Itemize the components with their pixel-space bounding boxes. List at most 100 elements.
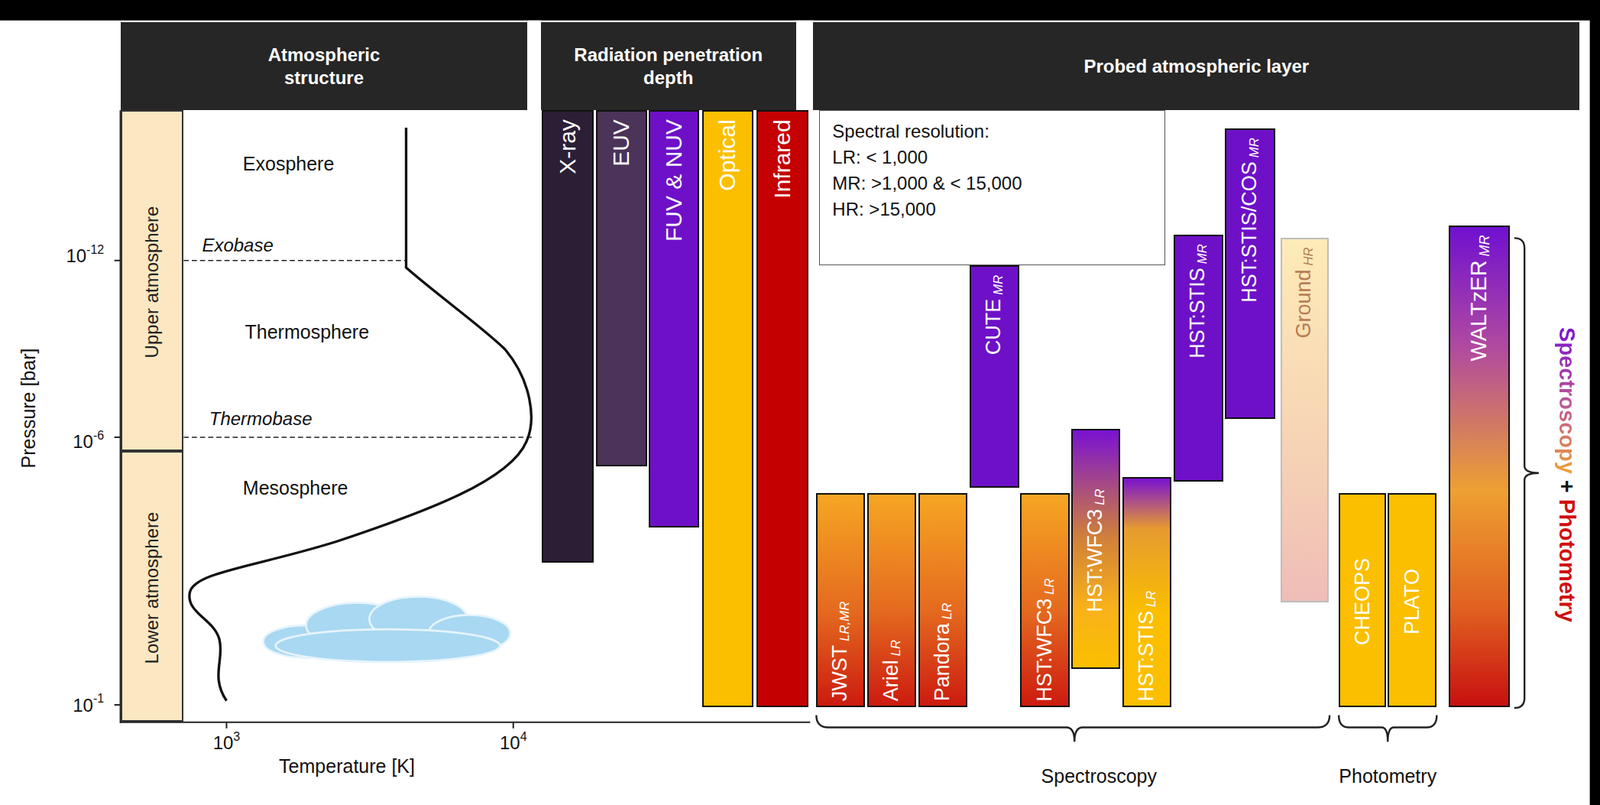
tick-base: 10 <box>72 694 94 716</box>
cloud <box>263 595 511 662</box>
combined-bracket <box>1514 237 1539 708</box>
gap <box>796 20 814 113</box>
resolution-tag: LR <box>939 602 955 619</box>
spectroscopy-bracket <box>816 714 1330 742</box>
layer-name: Mesosphere <box>242 476 349 499</box>
bar-label: HST:STISLR <box>1134 590 1160 702</box>
bar-name: HST:STIS/COS <box>1237 161 1261 304</box>
legend-line: MR: >1,000 & < 15,000 <box>832 170 1153 197</box>
resolution-tag: MR <box>991 274 1007 295</box>
bar-label: Optical <box>714 119 741 191</box>
group-label: Spectroscopy <box>1041 764 1157 787</box>
tick-base: 10 <box>72 431 94 453</box>
tick-label: 10-6 <box>72 428 104 453</box>
tick-base: 10 <box>65 245 87 266</box>
tick-label: 10-12 <box>65 242 104 267</box>
tick <box>512 722 515 729</box>
bar-label: Pandora LR <box>930 602 956 702</box>
bar-name: JWST <box>828 644 852 702</box>
bar-name: EUV <box>608 119 634 167</box>
bar-name: CHEOPS <box>1350 557 1374 645</box>
tick <box>225 722 227 729</box>
tick <box>114 703 121 706</box>
boundary-name: Exobase <box>201 234 273 256</box>
legend-title: Spectral resolution: <box>832 118 1153 145</box>
bar-name: HST:STIS <box>1134 610 1158 702</box>
bar-label: Lower atmosphere <box>141 511 163 664</box>
instrument-bar: GroundHR <box>1280 237 1329 603</box>
tick-exponent: 3 <box>233 729 240 743</box>
bar-name: HST:WFC3 <box>1032 598 1056 702</box>
bar-label: ArielLR <box>879 639 904 701</box>
tick-exponent: -6 <box>93 428 104 442</box>
legend-line: HR: >15,000 <box>832 196 1153 223</box>
bar-label: HST:STISMR <box>1185 243 1211 359</box>
bar-label: EUV <box>608 119 635 167</box>
combined-label-part: Photometry <box>1554 498 1579 622</box>
bar-name: HST:WFC3 <box>1083 508 1107 613</box>
bar-label: X-ray <box>554 119 581 175</box>
tick-exponent: -12 <box>86 242 104 256</box>
header-bar: Atmospheric structure <box>120 22 528 111</box>
group-label: Photometry <box>1338 764 1437 787</box>
tick <box>114 259 121 262</box>
top-strip <box>0 0 1600 21</box>
header-text: Radiation penetration depth <box>573 43 765 90</box>
radiation-bar: EUV <box>595 110 648 467</box>
instrument-bar: HST:WFC3 LR <box>1020 492 1069 707</box>
resolution-tag: LR <box>1092 488 1108 505</box>
instrument-bar: CHEOPS <box>1338 492 1386 707</box>
header-bar: Probed atmospheric layer <box>812 22 1580 111</box>
right-strip <box>1590 0 1600 805</box>
bar-label: PLATO <box>1400 568 1425 635</box>
instrument-bar: WALTzERMR <box>1448 225 1510 707</box>
radiation-bar: FUV & NUV <box>648 110 699 528</box>
bar-name: HST:STIS <box>1185 267 1209 359</box>
thermobase-line <box>183 436 533 438</box>
tick-label: 103 <box>213 729 241 754</box>
gap <box>527 20 541 113</box>
resolution-tag: LR <box>1042 577 1057 594</box>
bar-name: Lower atmosphere <box>141 511 162 664</box>
temperature-axis <box>120 721 811 723</box>
bar-label: Infrared <box>769 119 796 198</box>
tick <box>114 436 121 438</box>
boundary-name: Thermobase <box>209 408 313 430</box>
bar-name: Upper atmosphere <box>141 206 162 359</box>
radiation-bar: X-ray <box>541 110 594 563</box>
bar-name: CUTE <box>981 297 1005 355</box>
instrument-bar: HST:WFC3 LR <box>1071 428 1121 669</box>
bar-label: JWSTLR,MR <box>828 601 853 702</box>
tick-base: 10 <box>213 731 234 753</box>
radiation-bar: Optical <box>702 110 754 707</box>
bar-name: Infrared <box>769 119 795 198</box>
bar-name: X-ray <box>554 119 580 175</box>
instrument-bar: Pandora LR <box>918 492 968 707</box>
header-bar: Radiation penetration depth <box>540 22 797 111</box>
resolution-tag: LR <box>888 639 904 656</box>
bar-name: Optical <box>714 119 740 191</box>
resolution-legend: Spectral resolution:LR: < 1,000MR: >1,00… <box>819 110 1166 266</box>
layer-name: Exosphere <box>242 152 335 175</box>
header-text: Probed atmospheric layer <box>1083 55 1309 78</box>
instrument-bar: HST:STISLR <box>1122 476 1172 708</box>
bar-label: HST:WFC3 LR <box>1032 577 1057 701</box>
tick-label: 104 <box>499 729 528 754</box>
bar-name: WALTzER <box>1466 259 1491 361</box>
axis-title: Temperature [K] <box>278 754 415 777</box>
bar-label: HST:STIS/COS MR <box>1237 137 1263 303</box>
atmosphere-band: Upper atmosphere <box>120 110 185 451</box>
atmosphere-band: Lower atmosphere <box>120 450 185 722</box>
bar-name: Pandora <box>930 622 954 701</box>
temperature-profile <box>189 127 532 701</box>
combined-label-part: + <box>1554 479 1579 493</box>
resolution-tag: HR <box>1302 246 1317 266</box>
bar-label: HST:WFC3 LR <box>1083 488 1108 612</box>
photometry-bracket <box>1338 714 1437 742</box>
tick-exponent: -1 <box>93 692 104 706</box>
header-text: Atmospheric structure <box>255 43 393 90</box>
resolution-tag: MR <box>1246 137 1262 158</box>
legend-line: LR: < 1,000 <box>832 144 1153 171</box>
instrument-bar: HST:STIS/COS MR <box>1224 128 1277 418</box>
